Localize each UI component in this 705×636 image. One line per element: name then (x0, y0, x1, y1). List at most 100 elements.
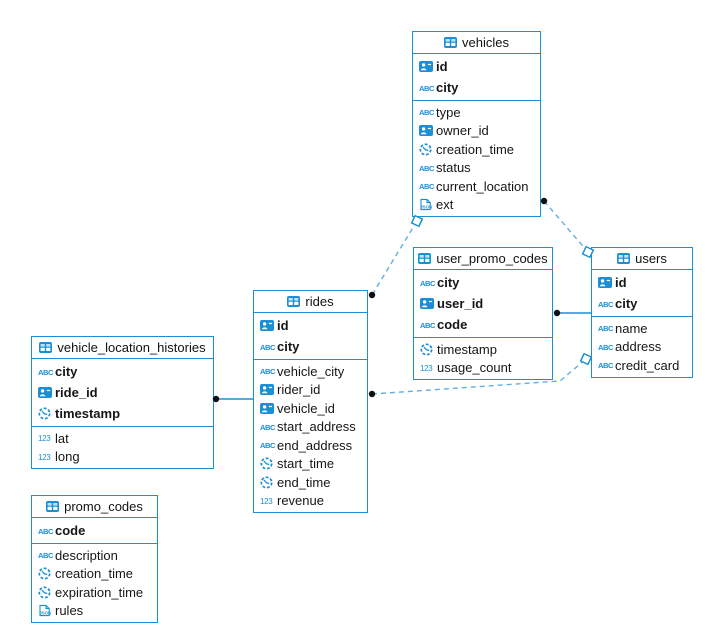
connection-dot-marker (540, 197, 548, 205)
table-title: rides (305, 294, 334, 309)
table-title: vehicle_location_histories (57, 340, 206, 355)
text-icon: ABC (260, 440, 277, 450)
field-row-long: 123 long (32, 448, 213, 467)
text-icon: ABC (598, 360, 615, 370)
svg-text:ABC: ABC (420, 321, 436, 330)
field-row-ride_id: ride_id (32, 382, 213, 403)
time-icon (38, 586, 55, 599)
field-name: ext (436, 197, 454, 213)
table-icon (287, 296, 301, 307)
field-name: timestamp (437, 341, 497, 357)
connection-line-vehicles-rides (371, 220, 418, 296)
time-icon (38, 407, 55, 420)
svg-text:ABC: ABC (598, 361, 614, 370)
text-icon: ABC (419, 181, 436, 191)
svg-text:ABC: ABC (260, 423, 276, 432)
field-row-id: id (413, 56, 540, 77)
field-row-lat: 123 lat (32, 429, 213, 448)
table-header-user_promo_codes[interactable]: user_promo_codes (414, 248, 552, 270)
svg-text:ABC: ABC (420, 279, 436, 288)
svg-text:123: 123 (260, 497, 273, 506)
svg-text:123: 123 (38, 434, 51, 443)
fields-section: 123 lat 123 long (32, 427, 213, 468)
field-row-owner_id: owner_id (413, 122, 540, 141)
svg-text:ABC: ABC (260, 367, 276, 376)
table-header-rides[interactable]: rides (254, 291, 367, 313)
time-icon (260, 457, 277, 470)
field-name: city (437, 275, 460, 290)
table-icon (46, 501, 60, 512)
field-name: code (55, 523, 86, 538)
id-icon (260, 320, 277, 331)
table-header-promo_codes[interactable]: promo_codes (32, 496, 157, 518)
svg-text:ABC: ABC (598, 324, 614, 333)
table-header-vehicles[interactable]: vehicles (413, 32, 540, 54)
text-icon: ABC (38, 367, 55, 377)
field-name: city (436, 80, 459, 95)
field-name: creation_time (55, 566, 134, 582)
text-icon: ABC (420, 278, 437, 288)
text-icon: ABC (419, 163, 436, 173)
field-name: expiration_time (55, 584, 144, 600)
field-name: description (55, 547, 118, 563)
table-icon (444, 37, 458, 48)
field-row-revenue: 123 revenue (254, 492, 367, 511)
svg-text:ABC: ABC (260, 343, 276, 352)
field-name: long (55, 449, 80, 465)
table-header-vehicle_location_histories[interactable]: vehicle_location_histories (32, 337, 213, 359)
svg-text:ABC: ABC (38, 551, 54, 560)
text-icon: ABC (260, 422, 277, 432)
time-icon (38, 567, 55, 580)
id-icon (38, 387, 55, 398)
json-icon: JSON (38, 604, 55, 617)
table-title: promo_codes (64, 499, 143, 514)
time-icon (420, 343, 437, 356)
svg-text:ABC: ABC (419, 108, 435, 117)
field-name: revenue (277, 493, 324, 509)
field-name: rules (55, 603, 84, 619)
svg-text:123: 123 (38, 453, 51, 462)
id-icon (260, 384, 277, 396)
id-icon (419, 125, 436, 137)
text-icon: ABC (420, 320, 437, 330)
connection-dot-marker (553, 309, 561, 317)
field-name: user_id (437, 296, 484, 311)
field-name: lat (55, 430, 69, 446)
svg-text:ABC: ABC (419, 164, 435, 173)
svg-text:ABC: ABC (598, 343, 614, 352)
table-header-users[interactable]: users (592, 248, 692, 270)
table-icon (418, 253, 432, 264)
field-name: start_address (277, 419, 356, 435)
field-name: id (436, 59, 448, 74)
time-icon (419, 143, 436, 156)
field-name: id (277, 318, 289, 333)
field-name: vehicle_id (277, 400, 335, 416)
number-icon: 123 (38, 452, 55, 462)
